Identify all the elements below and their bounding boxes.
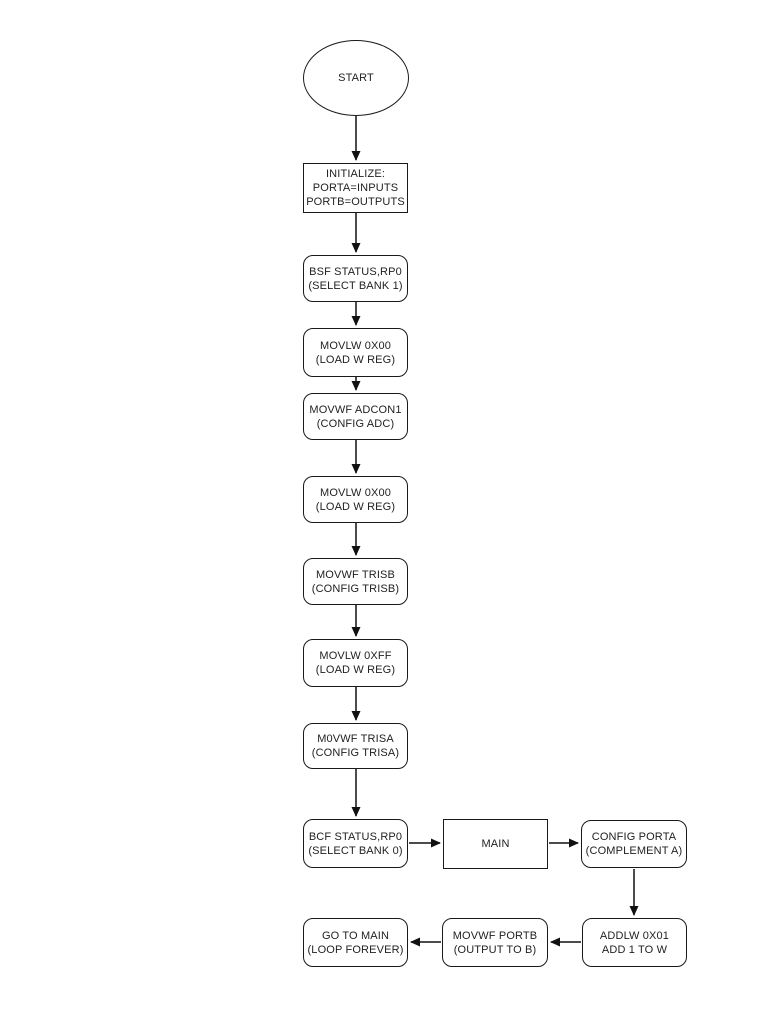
- node-label: (SELECT BANK 0): [308, 844, 403, 857]
- node-label: (LOOP FOREVER): [307, 943, 404, 956]
- flow-node-m0vwf-trisa: M0VWF TRISA (CONFIG TRISA): [303, 723, 408, 769]
- node-label: ADDLW 0X01: [599, 929, 670, 942]
- node-label: (OUTPUT TO B): [453, 943, 537, 956]
- node-label: (SELECT BANK 1): [308, 279, 403, 292]
- node-label: PORTB=OUTPUTS: [306, 196, 405, 208]
- node-label: (CONFIG TRISB): [311, 582, 400, 595]
- flow-node-initialize: INITIALIZE: PORTA=INPUTS PORTB=OUTPUTS: [303, 163, 408, 213]
- node-label: (CONFIG TRISA): [311, 747, 400, 759]
- node-label: BSF STATUS,RP0: [309, 265, 402, 278]
- flow-node-movwf-portb: MOVWF PORTB (OUTPUT TO B): [442, 918, 548, 967]
- flow-node-config-porta: CONFIG PORTA (COMPLEMENT A): [581, 820, 687, 868]
- flow-node-bcf-status: BCF STATUS,RP0 (SELECT BANK 0): [303, 819, 408, 868]
- flow-node-movwf-adcon1: MOVWF ADCON1 (CONFIG ADC): [303, 393, 408, 440]
- flow-node-bsf-status: BSF STATUS,RP0 (SELECT BANK 1): [303, 255, 408, 302]
- node-label: MOVLW 0X00: [320, 486, 391, 499]
- node-label: MOVWF TRISB: [315, 568, 396, 581]
- flow-node-movlw-0x00-2: MOVLW 0X00 (LOAD W REG): [303, 476, 408, 523]
- node-label: START: [338, 72, 374, 84]
- node-label: (LOAD W REG): [315, 500, 396, 513]
- node-label: PORTA=INPUTS: [312, 182, 399, 194]
- node-label: MOVLW 0XFF: [319, 650, 392, 662]
- node-label: GO TO MAIN: [321, 929, 390, 942]
- flow-node-go-to-main: GO TO MAIN (LOOP FOREVER): [303, 918, 408, 967]
- node-label: (CONFIG ADC): [316, 417, 395, 430]
- node-label: (COMPLEMENT A): [585, 845, 683, 857]
- node-label: BCF STATUS,RP0: [308, 830, 403, 843]
- node-label: MOVWF ADCON1: [309, 403, 402, 416]
- node-label: (LOAD W REG): [315, 664, 396, 676]
- node-label: MOVLW 0X00: [320, 339, 391, 352]
- flow-node-start: START: [303, 40, 409, 116]
- node-label: INITIALIZE:: [325, 168, 386, 180]
- node-label: (LOAD W REG): [315, 353, 396, 366]
- flow-node-movlw-0x00-1: MOVLW 0X00 (LOAD W REG): [303, 328, 408, 377]
- node-label: M0VWF TRISA: [317, 733, 394, 745]
- flow-node-movlw-0xff: MOVLW 0XFF (LOAD W REG): [303, 639, 408, 687]
- flow-node-addlw: ADDLW 0X01 ADD 1 TO W: [582, 918, 687, 967]
- flow-node-main: MAIN: [443, 819, 548, 869]
- node-label: ADD 1 TO W: [601, 943, 668, 956]
- node-label: MAIN: [481, 838, 510, 850]
- node-label: CONFIG PORTA: [591, 831, 677, 843]
- node-label: MOVWF PORTB: [452, 929, 538, 942]
- flow-node-movwf-trisb: MOVWF TRISB (CONFIG TRISB): [303, 558, 408, 605]
